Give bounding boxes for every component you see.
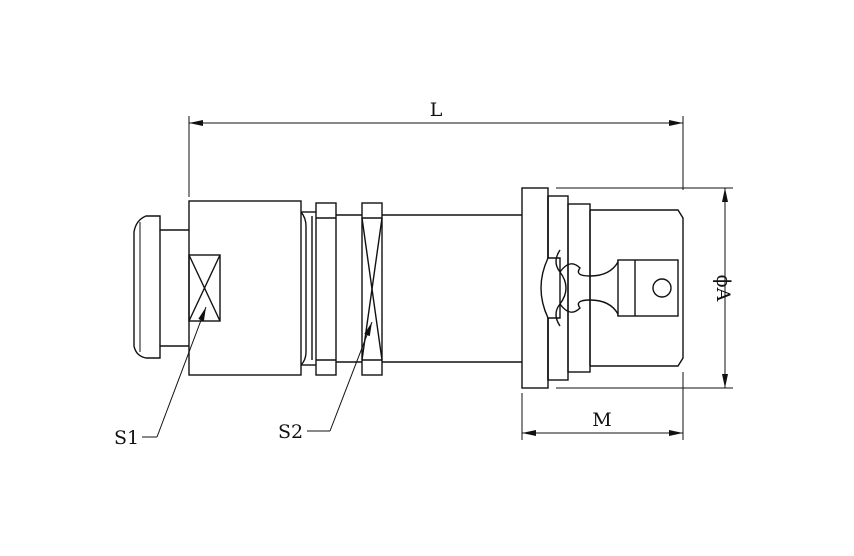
nut-1 (315, 202, 337, 376)
contact-pin (617, 259, 679, 317)
shaft (382, 214, 522, 363)
label-depth: M (592, 409, 611, 431)
socket-head (589, 209, 684, 367)
dimension-depth: M (521, 372, 684, 440)
nut-2 (361, 202, 383, 376)
leader-s1: S1 (114, 306, 207, 449)
dimension-length: L (188, 99, 684, 197)
leader-s2: S2 (278, 321, 373, 443)
label-wrench-1: S1 (114, 427, 139, 449)
contact-joint (540, 249, 679, 327)
nut-spacer (336, 214, 362, 363)
label-wrench-2: S2 (278, 421, 303, 443)
plug-cap (133, 215, 189, 359)
dimension-diameter: ϕA (556, 187, 734, 389)
label-length: L (430, 99, 443, 121)
thread-section (300, 211, 316, 366)
main-body (188, 200, 302, 376)
pin-hole (652, 278, 672, 298)
label-diameter: ϕA (712, 275, 734, 302)
